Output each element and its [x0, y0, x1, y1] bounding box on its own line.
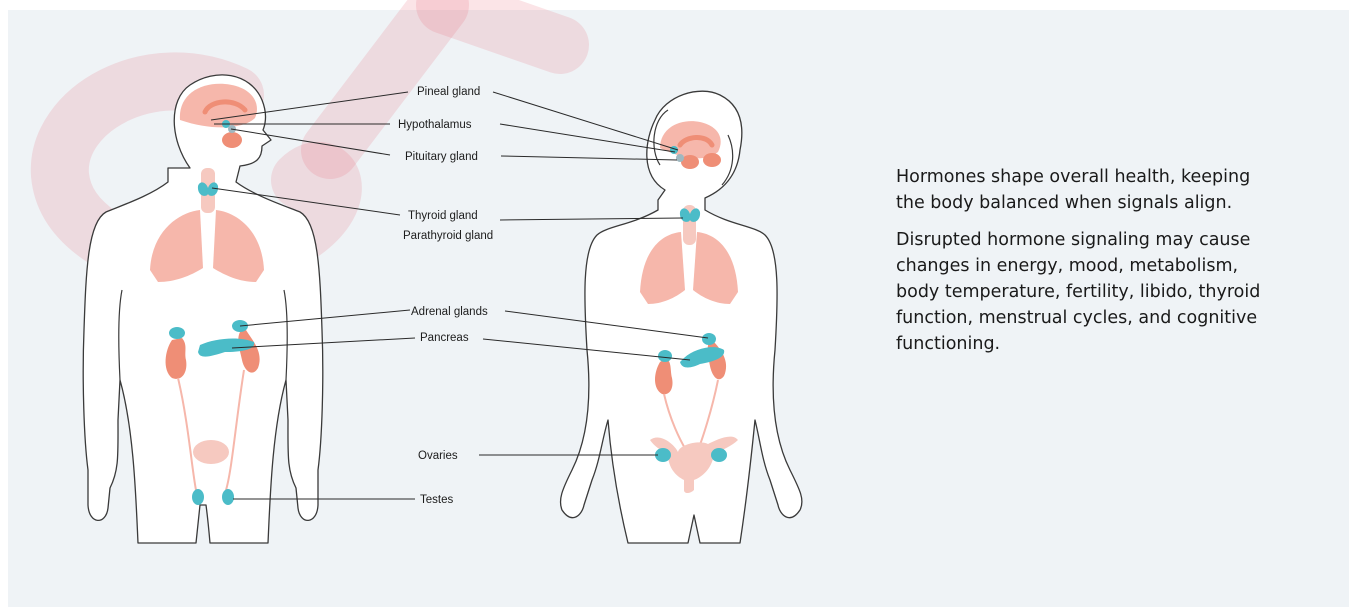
label-pituitary-gland: Pituitary gland [405, 151, 478, 163]
description-paragraph-2: Disrupted hormone signaling may cause ch… [896, 227, 1266, 357]
label-pineal-gland: Pineal gland [417, 86, 480, 98]
female-pituitary [676, 154, 684, 162]
label-pancreas: Pancreas [420, 332, 469, 344]
label-parathyroid-gland: Parathyroid gland [403, 230, 493, 242]
label-thyroid-gland: Thyroid gland [408, 210, 478, 222]
description-text: Hormones shape overall health, keeping t… [896, 164, 1266, 368]
male-testis-left [192, 489, 204, 505]
male-figure [83, 75, 323, 543]
label-ovaries: Ovaries [418, 450, 458, 462]
male-testis-right [222, 489, 234, 505]
female-ovary-right [711, 448, 727, 462]
female-figure [560, 91, 801, 543]
label-adrenal-glands: Adrenal glands [411, 306, 488, 318]
label-hypothalamus: Hypothalamus [398, 119, 472, 131]
description-paragraph-1: Hormones shape overall health, keeping t… [896, 164, 1266, 216]
label-testes: Testes [420, 494, 453, 506]
